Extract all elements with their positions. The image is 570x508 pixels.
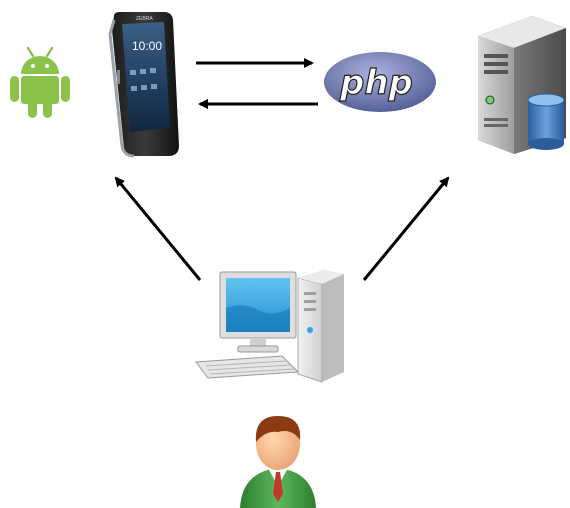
user-avatar-icon — [240, 416, 316, 508]
android-node — [8, 44, 74, 120]
workstation-node — [194, 268, 350, 384]
handheld-device-icon: ZEBRA 10:00 — [108, 12, 179, 158]
user-node — [236, 410, 320, 508]
arrow-workstation-to-server — [362, 176, 450, 281]
desktop-computer-icon — [195, 270, 344, 383]
device-screen-time: 10:00 — [132, 39, 162, 53]
php-logo-text: php — [339, 63, 413, 103]
php-node: php — [322, 50, 438, 114]
device-brand: ZEBRA — [136, 16, 153, 22]
arrow-workstation-to-device — [114, 176, 202, 281]
server-node — [470, 8, 570, 156]
php-logo-icon: php — [324, 52, 436, 112]
database-server-icon — [478, 16, 566, 154]
mobile-device-node: ZEBRA 10:00 — [106, 10, 186, 160]
android-robot-icon — [10, 46, 70, 118]
